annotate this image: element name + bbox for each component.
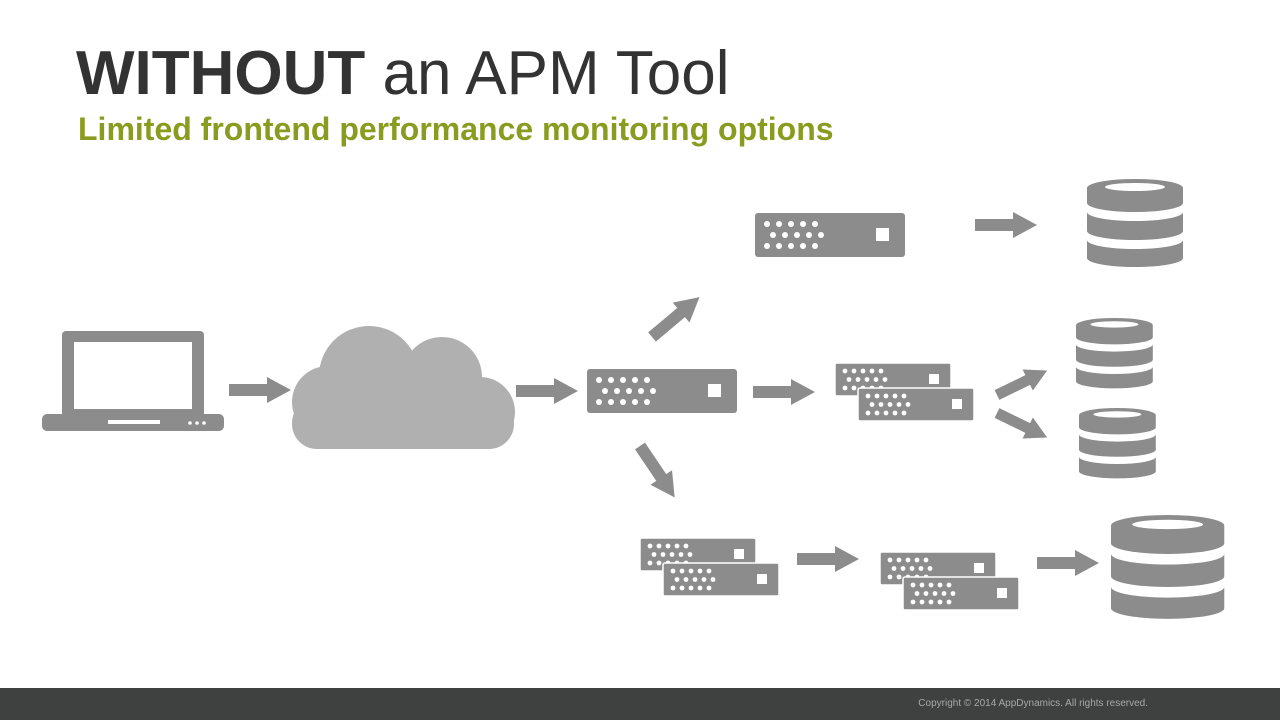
architecture-diagram bbox=[42, 179, 1225, 619]
page-subtitle: Limited frontend performance monitoring … bbox=[78, 111, 834, 147]
server-stack-icon bbox=[879, 551, 1020, 611]
arrow-icon bbox=[991, 402, 1053, 448]
arrow-icon bbox=[229, 377, 291, 403]
server-icon bbox=[587, 369, 737, 413]
server-icon bbox=[755, 213, 905, 257]
arrow-icon bbox=[991, 360, 1053, 406]
copyright-text: Copyright © 2014 AppDynamics. All rights… bbox=[918, 698, 1148, 709]
arrow-icon bbox=[1037, 550, 1099, 576]
arrow-icon bbox=[643, 287, 708, 347]
arrow-icon bbox=[516, 378, 578, 404]
database-icon bbox=[1076, 318, 1153, 389]
arrow-icon bbox=[629, 438, 686, 505]
page-title: WITHOUT an APM Tool bbox=[76, 38, 729, 110]
server-stack-icon bbox=[639, 537, 780, 597]
arrow-icon bbox=[797, 546, 859, 572]
database-icon bbox=[1111, 515, 1225, 619]
title-text: an APM Tool bbox=[382, 39, 730, 108]
laptop-icon bbox=[42, 331, 224, 431]
database-icon bbox=[1079, 408, 1156, 479]
arrow-icon bbox=[753, 379, 815, 405]
cloud-icon bbox=[292, 326, 515, 449]
title-emphasis: WITHOUT bbox=[76, 39, 366, 108]
server-stack-icon bbox=[834, 362, 975, 422]
arrow-icon bbox=[975, 212, 1037, 238]
footer-bar: Copyright © 2014 AppDynamics. All rights… bbox=[0, 688, 1280, 720]
database-icon bbox=[1087, 179, 1183, 267]
